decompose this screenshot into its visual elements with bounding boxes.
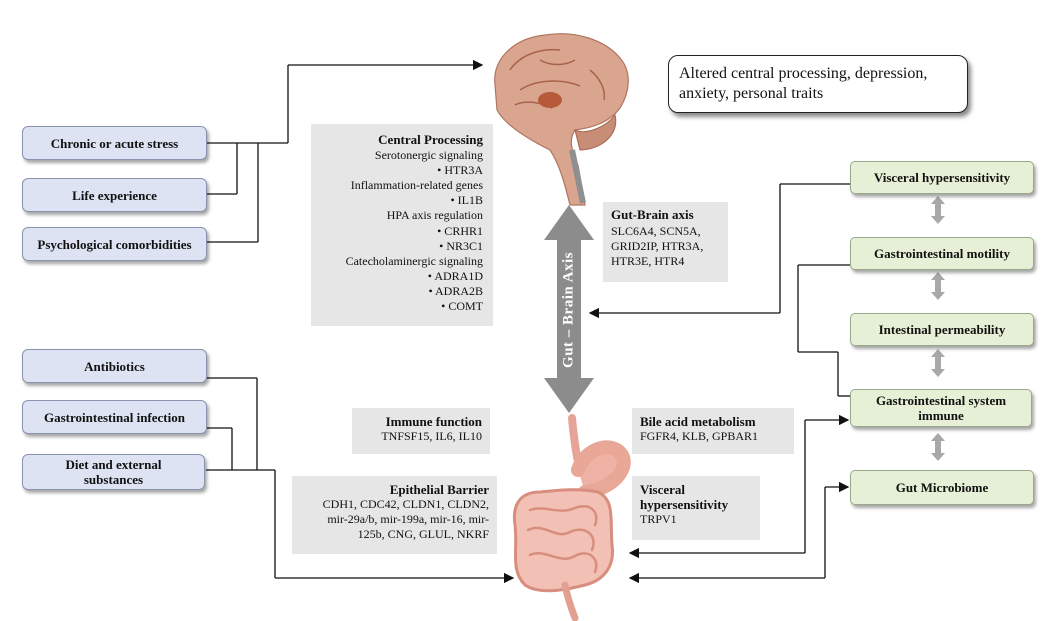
digestive-tract-icon xyxy=(512,414,631,621)
visceral-gene-box: Visceral hypersensitivity TRPV1 xyxy=(632,476,760,540)
gut-brain-axis-label: Gut – Brain Axis xyxy=(560,252,577,368)
outcome-visceral-hypersensitivity: Visceral hypersensitivity xyxy=(850,161,1034,194)
double-arrow-3 xyxy=(931,349,945,377)
factor-diet: Diet and external substances xyxy=(22,454,205,490)
lifestyle-to-gut-connector xyxy=(206,377,515,584)
brain-icon xyxy=(494,33,629,206)
epi-line: mir-29a/b, mir-199a, mir-16, mir- xyxy=(327,512,489,526)
epithelial-barrier-title: Epithelial Barrier xyxy=(389,482,489,497)
central-line: • COMT xyxy=(441,299,483,314)
gba-line: SLC6A4, SCN5A, xyxy=(611,224,701,238)
outcome-gut-microbiome: Gut Microbiome xyxy=(850,470,1034,505)
right-box-double-arrows xyxy=(931,196,945,461)
outcomes-to-axis-connector xyxy=(588,183,850,397)
gut-brain-axis-box: Gut-Brain axis SLC6A4, SCN5A, GRID2IP, H… xyxy=(603,202,728,282)
central-line: • HTR3A xyxy=(437,163,483,178)
altered-processing-text: Altered central processing, depression, … xyxy=(679,65,928,102)
factor-psychological-comorbidities: Psychological comorbidities xyxy=(22,227,207,261)
outcome-gi-motility: Gastrointestinal motility xyxy=(850,237,1034,270)
central-line: HPA axis regulation xyxy=(386,208,483,223)
bile-acid-box: Bile acid metabolism FGFR4, KLB, GPBAR1 xyxy=(632,408,794,454)
central-line: • IL1B xyxy=(450,193,483,208)
central-line: • NR3C1 xyxy=(439,238,483,253)
bile-acid-title: Bile acid metabolism xyxy=(640,414,756,429)
immune-function-title: Immune function xyxy=(385,414,482,429)
epithelial-barrier-box: Epithelial Barrier CDH1, CDC42, CLDN1, C… xyxy=(292,476,497,554)
central-line: • ADRA1D xyxy=(427,268,483,283)
central-processing-box: Central Processing Serotonergic signalin… xyxy=(311,124,493,326)
microbiome-to-gut-connector xyxy=(628,481,850,584)
factor-antibiotics: Antibiotics xyxy=(22,349,207,383)
visceral-gene: TRPV1 xyxy=(640,512,677,526)
central-line: • CRHR1 xyxy=(437,223,483,238)
central-line: Inflammation-related genes xyxy=(350,178,483,193)
immune-to-gut-connector xyxy=(628,414,850,559)
gba-line: GRID2IP, HTR3A, xyxy=(611,239,704,253)
central-line: • ADRA2B xyxy=(428,283,483,298)
altered-processing-box: Altered central processing, depression, … xyxy=(668,55,968,113)
factor-life-experience: Life experience xyxy=(22,178,207,212)
epi-line: 125b, CNG, GLUL, NKRF xyxy=(357,527,489,541)
double-arrow-4 xyxy=(931,433,945,461)
central-line: Catecholaminergic signaling xyxy=(345,253,483,268)
central-processing-title: Central Processing xyxy=(378,132,483,147)
bile-acid-genes: FGFR4, KLB, GPBAR1 xyxy=(640,429,759,443)
central-line: Serotonergic signaling xyxy=(374,148,483,163)
gba-line: HTR3E, HTR4 xyxy=(611,254,685,268)
double-arrow-1 xyxy=(931,196,945,224)
double-arrow-2 xyxy=(931,272,945,300)
visceral-title-1: Visceral xyxy=(640,482,685,497)
epi-line: CDH1, CDC42, CLDN1, CLDN2, xyxy=(322,497,489,511)
immune-function-genes: TNFSF15, IL6, IL10 xyxy=(381,429,482,443)
outcome-intestinal-permeability: Intestinal permeability xyxy=(850,313,1034,346)
gut-brain-axis-title: Gut-Brain axis xyxy=(611,207,694,222)
gut-brain-axis-arrow xyxy=(544,205,594,413)
visceral-title-2: hypersensitivity xyxy=(640,497,729,512)
outcome-gi-immune: Gastrointestinal system immune xyxy=(850,389,1032,427)
stress-to-brain-connector xyxy=(206,59,484,243)
factor-chronic-stress: Chronic or acute stress xyxy=(22,126,207,160)
factor-gi-infection: Gastrointestinal infection xyxy=(22,400,207,434)
immune-function-box: Immune function TNFSF15, IL6, IL10 xyxy=(352,408,490,454)
